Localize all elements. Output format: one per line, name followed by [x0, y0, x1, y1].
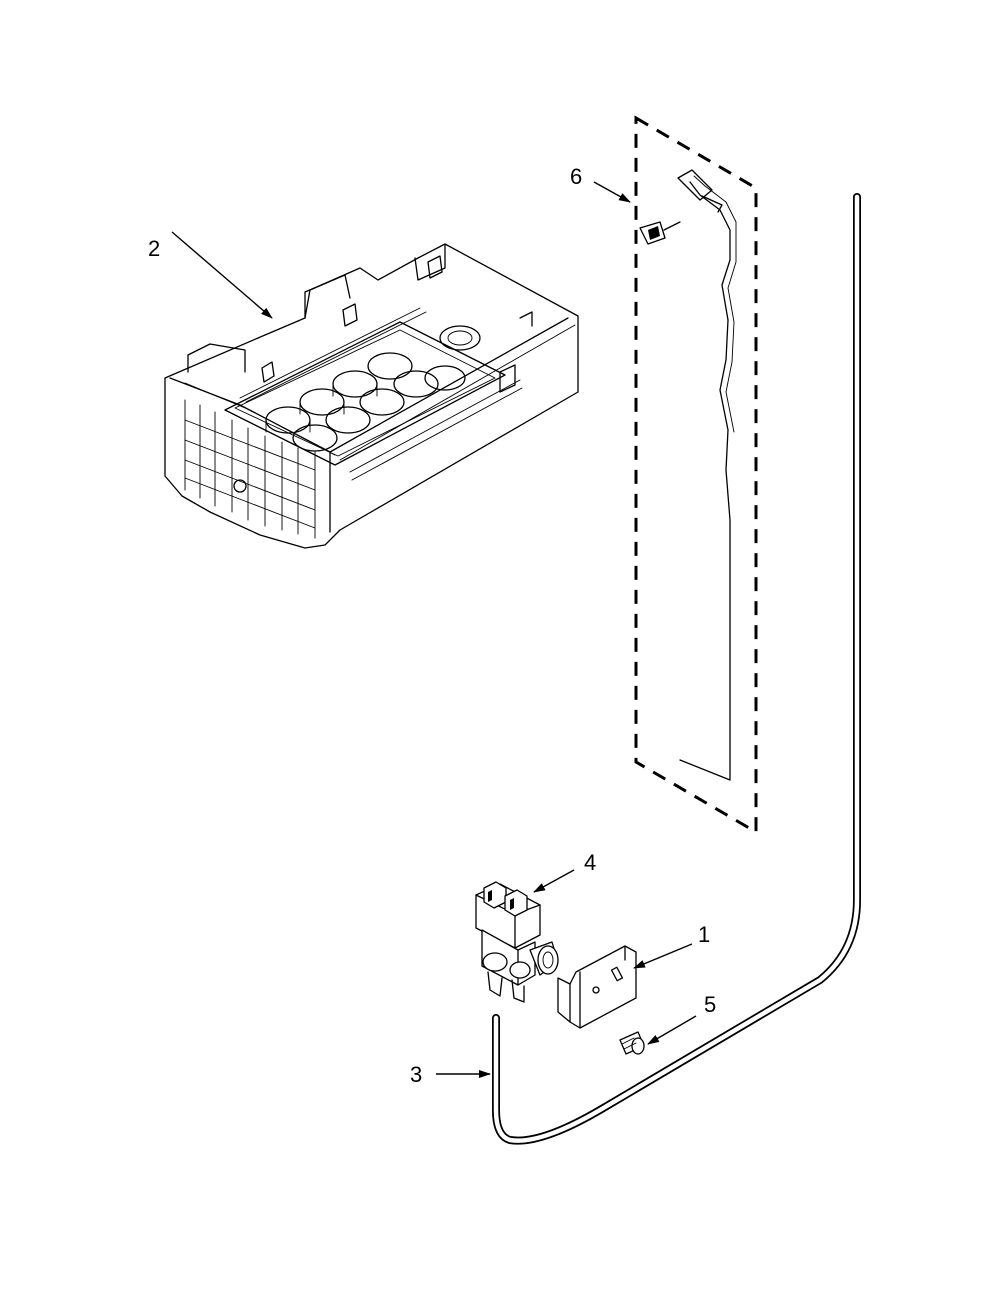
- ice-maker-assembly: [164, 243, 579, 549]
- callout-labels: 2 6 4 1 5 3: [148, 164, 716, 1087]
- callout-4: 4: [584, 850, 596, 875]
- water-valve: [475, 881, 559, 1003]
- callout-6: 6: [570, 164, 582, 189]
- valve-bracket: [557, 945, 637, 1029]
- water-tube: [492, 193, 861, 1145]
- callout-1: 1: [698, 922, 710, 947]
- harness-dashed-outline: [634, 115, 758, 835]
- leader-arrow-2: [171, 231, 273, 319]
- callout-5: 5: [704, 992, 716, 1017]
- leader-arrow-1: [633, 943, 693, 969]
- ice-maker-ribs: [184, 399, 316, 539]
- callout-3: 3: [410, 1062, 422, 1087]
- wiring-harness-assembly: [634, 115, 758, 835]
- callout-leaders: [171, 181, 697, 1078]
- callout-2: 2: [148, 236, 160, 261]
- leader-arrow-6: [593, 181, 631, 203]
- leader-arrow-5: [647, 1015, 697, 1045]
- leader-arrow-4: [533, 869, 575, 893]
- screw: [619, 1031, 645, 1055]
